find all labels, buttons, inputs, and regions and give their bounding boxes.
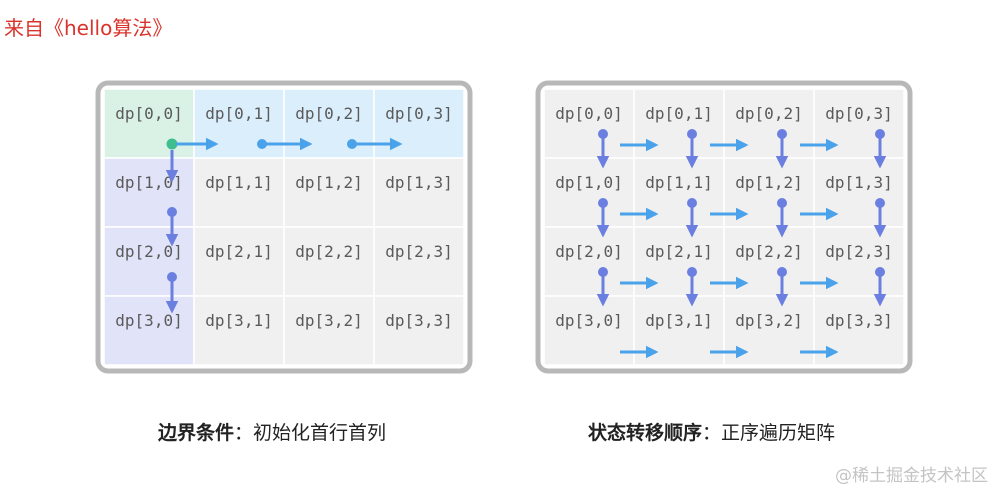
left-caption-bold: 边界条件 (158, 422, 235, 444)
cell-label: dp[0,2] (295, 104, 362, 123)
arrow-dot (598, 129, 608, 139)
arrow-dot (687, 267, 697, 277)
cell-label: dp[2,3] (825, 242, 892, 261)
cell-label: dp[2,0] (115, 242, 182, 261)
grid-cell (633, 88, 725, 159)
left-caption: 边界条件：初始化首行首列 (158, 418, 386, 445)
grid-cell (633, 295, 725, 366)
grid-cell (813, 226, 905, 297)
grid-cell (103, 295, 195, 366)
grid-cell (723, 157, 815, 228)
cell-label: dp[3,0] (555, 311, 622, 330)
grid-cell (723, 226, 815, 297)
grid-cell (543, 226, 635, 297)
arrow-dot (875, 198, 885, 208)
cell-label: dp[3,2] (295, 311, 362, 330)
cell-label: dp[3,1] (205, 311, 272, 330)
cell-label: dp[0,1] (645, 104, 712, 123)
grid-cell (103, 157, 195, 228)
grid-cell (283, 88, 375, 159)
grid-cell (633, 157, 725, 228)
cell-label: dp[0,2] (735, 104, 802, 123)
grid-cell (193, 226, 285, 297)
grid-cell (283, 226, 375, 297)
cell-label: dp[1,2] (735, 173, 802, 192)
grid-cell (193, 157, 285, 228)
arrow-dot (875, 267, 885, 277)
cell-label: dp[2,3] (385, 242, 452, 261)
cell-label: dp[3,0] (115, 311, 182, 330)
grid-cell (723, 88, 815, 159)
arrow-dot (687, 129, 697, 139)
grid-cell (543, 295, 635, 366)
cell-label: dp[0,0] (555, 104, 622, 123)
grid-cell (813, 157, 905, 228)
left-caption-rest: ：初始化首行首列 (234, 422, 387, 444)
cell-label: dp[2,1] (645, 242, 712, 261)
cell-label: dp[0,3] (825, 104, 892, 123)
cell-label: dp[1,3] (825, 173, 892, 192)
grid-cell (373, 157, 465, 228)
cell-label: dp[2,0] (555, 242, 622, 261)
cell-label: dp[1,3] (385, 173, 452, 192)
arrow-dot (598, 198, 608, 208)
right-caption: 状态转移顺序：正序遍历矩阵 (588, 418, 835, 445)
origin-dot (166, 138, 178, 150)
arrow-dot (598, 267, 608, 277)
cell-label: dp[2,1] (205, 242, 272, 261)
arrow-dot (347, 139, 357, 149)
grid-cell (543, 157, 635, 228)
grid-cell (813, 88, 905, 159)
watermark: @稀土掘金技术社区 (835, 466, 988, 486)
left-grid-boundary-conditions: dp[0,0]dp[0,1]dp[0,2]dp[0,3]dp[1,0]dp[1,… (95, 80, 473, 374)
right-caption-bold: 状态转移顺序 (588, 422, 703, 444)
grid-cell (283, 157, 375, 228)
cell-label: dp[2,2] (735, 242, 802, 261)
cell-label: dp[0,0] (115, 104, 182, 123)
grid-cell (543, 88, 635, 159)
grid-cell (373, 295, 465, 366)
grid-cell (193, 88, 285, 159)
arrow-dot (257, 139, 267, 149)
arrow-dot (777, 267, 787, 277)
grid-cell (103, 88, 195, 159)
arrow-dot (777, 198, 787, 208)
cell-label: dp[2,2] (295, 242, 362, 261)
cell-label: dp[3,3] (825, 311, 892, 330)
arrow-dot (167, 272, 177, 282)
cell-label: dp[3,3] (385, 311, 452, 330)
arrow-dot (167, 207, 177, 217)
grid-cell (373, 226, 465, 297)
source-title: 来自《hello算法》 (4, 16, 173, 40)
grid-cell (283, 295, 375, 366)
arrow-dot (875, 129, 885, 139)
grid-cell (373, 88, 465, 159)
cell-label: dp[3,2] (735, 311, 802, 330)
grid-cell (813, 295, 905, 366)
right-caption-rest: ：正序遍历矩阵 (702, 422, 836, 444)
cell-label: dp[0,1] (205, 104, 272, 123)
cell-label: dp[1,2] (295, 173, 362, 192)
right-grid-transition-order: dp[0,0] dp[0,1] dp[0,2] dp[0,3] dp[1,0] dp[1,… (535, 80, 913, 374)
cell-label: dp[1,1] (205, 173, 272, 192)
arrow-dot (777, 129, 787, 139)
grid-cell (723, 295, 815, 366)
grid-cell (633, 226, 725, 297)
grid-cell (103, 226, 195, 297)
cell-label: dp[1,1] (645, 173, 712, 192)
arrow-dot (687, 198, 697, 208)
cell-label: dp[1,0] (555, 173, 622, 192)
grid-cell (193, 295, 285, 366)
cell-label: dp[0,3] (385, 104, 452, 123)
cell-label: dp[3,1] (645, 311, 712, 330)
